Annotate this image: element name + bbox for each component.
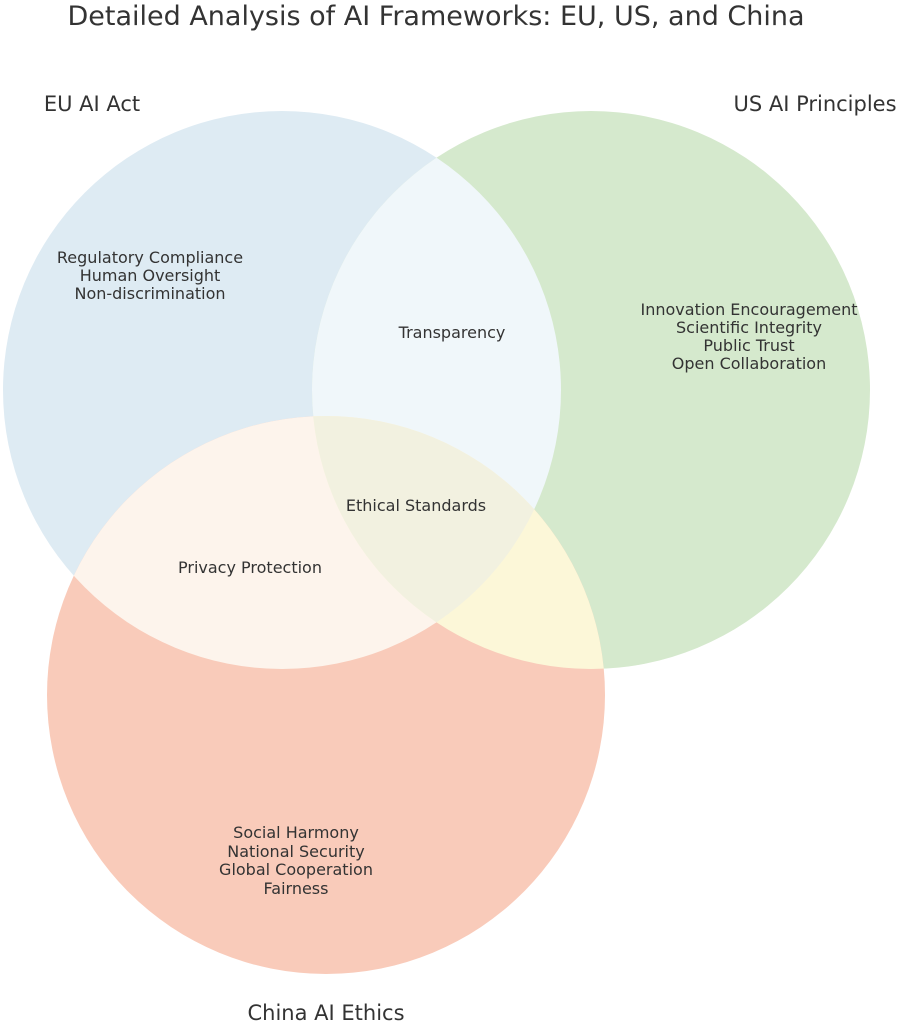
china-item: Social Harmony	[233, 823, 359, 842]
all-frameworks-overlap-item: Ethical Standards	[346, 496, 486, 515]
us-ai-principles-label: US AI Principles	[733, 92, 896, 116]
china-only-items: Social Harmony National Security Global …	[219, 823, 373, 898]
all-frameworks-overlap-region	[312, 416, 561, 669]
us-item: Innovation Encouragement	[641, 300, 858, 319]
us-item: Open Collaboration	[672, 354, 826, 373]
us-only-items: Innovation Encouragement Scientific Inte…	[641, 300, 858, 373]
eu-item: Human Oversight	[80, 266, 221, 285]
eu-ai-act-label: EU AI Act	[44, 92, 140, 116]
china-ai-ethics-label: China AI Ethics	[247, 1001, 404, 1024]
eu-us-overlap-item: Transparency	[398, 323, 506, 342]
eu-item: Regulatory Compliance	[57, 248, 243, 267]
china-item: National Security	[227, 842, 364, 861]
us-item: Scientific Integrity	[676, 318, 822, 337]
eu-item: Non-discrimination	[74, 284, 225, 303]
eu-china-overlap-item: Privacy Protection	[178, 558, 322, 577]
eu-only-items: Regulatory Compliance Human Oversight No…	[57, 248, 243, 303]
china-item: Global Cooperation	[219, 860, 373, 879]
diagram-title: Detailed Analysis of AI Frameworks: EU, …	[67, 1, 804, 32]
china-item: Fairness	[264, 879, 329, 898]
us-item: Public Trust	[703, 336, 794, 355]
